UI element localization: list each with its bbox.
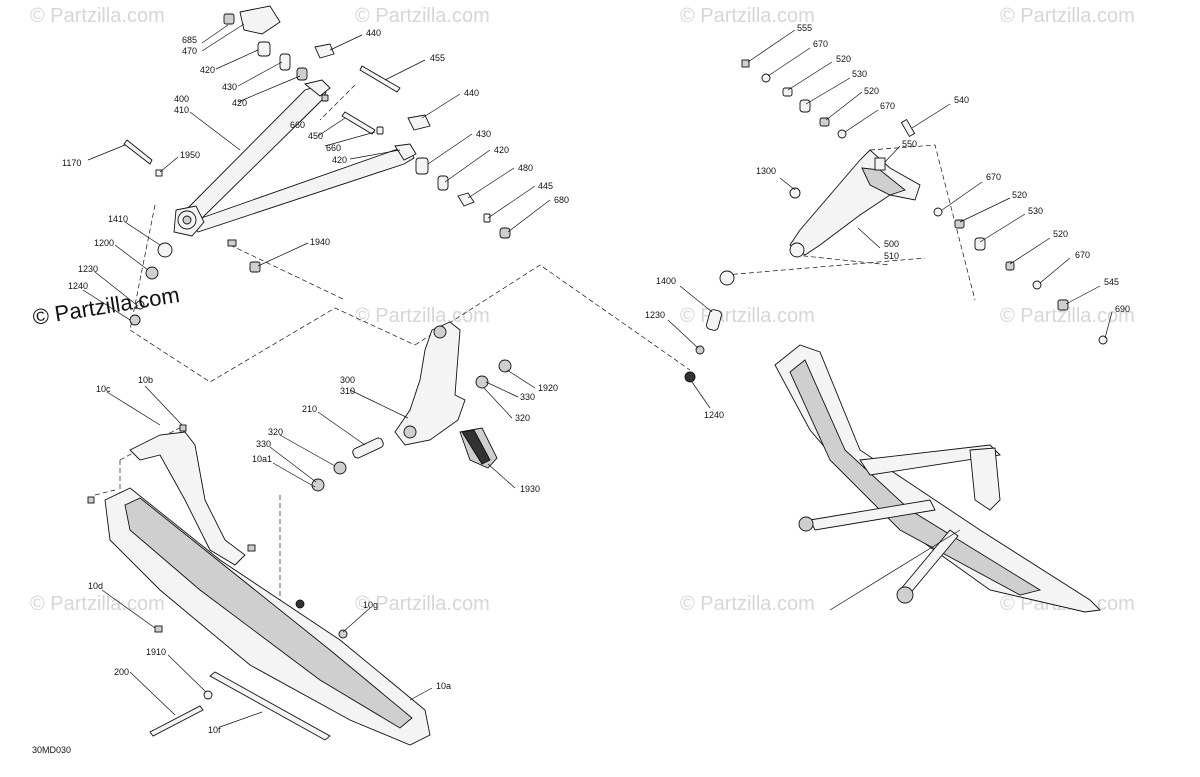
part-label: 520 <box>864 86 879 96</box>
watermark: © Partzilla.com <box>1000 5 1135 27</box>
part-label: 330 <box>256 439 271 449</box>
part-label: 530 <box>852 69 867 79</box>
part-label: 1200 <box>94 238 114 248</box>
part-label: 510 <box>884 251 899 261</box>
watermark: © Partzilla.com <box>680 305 815 327</box>
part-label: 330 <box>520 392 535 402</box>
part-label: 520 <box>1012 190 1027 200</box>
part-label: 10d <box>88 581 103 591</box>
part-label: 10b <box>138 375 153 385</box>
watermark: © Partzilla.com <box>1000 305 1135 327</box>
part-label: 500 <box>884 239 899 249</box>
part-label: 555 <box>797 23 812 33</box>
watermark: © Partzilla.com <box>355 593 490 615</box>
leader-lines <box>82 23 1113 728</box>
part-label: 670 <box>880 101 895 111</box>
watermarks: © Partzilla.com © Partzilla.com © Partzi… <box>30 5 1135 615</box>
upper-left-a-arm <box>173 79 417 237</box>
part-label: 10c <box>96 384 111 394</box>
part-label: 540 <box>954 95 969 105</box>
diagram-code: 30MD030 <box>32 745 71 755</box>
watermark: © Partzilla.com <box>30 5 165 27</box>
part-label: 300 <box>340 375 355 385</box>
part-label: 445 <box>538 181 553 191</box>
part-label: 670 <box>813 39 828 49</box>
part-label: 1950 <box>180 150 200 160</box>
part-label: 210 <box>302 404 317 414</box>
part-label: 400 <box>174 94 189 104</box>
part-label: 10f <box>208 725 221 735</box>
upper-right-hardware <box>684 59 1108 383</box>
part-label: 1300 <box>756 166 776 176</box>
part-label: 670 <box>1075 250 1090 260</box>
part-label: 450 <box>308 131 323 141</box>
part-label: 660 <box>290 120 305 130</box>
part-label: 470 <box>182 46 197 56</box>
part-label: 660 <box>326 143 341 153</box>
right-assembled-ski <box>774 344 1101 613</box>
part-label: 690 <box>1115 304 1130 314</box>
part-label: 480 <box>518 163 533 173</box>
part-label: 1400 <box>656 276 676 286</box>
part-label: 420 <box>494 145 509 155</box>
part-label: 520 <box>836 54 851 64</box>
part-label: 1920 <box>538 383 558 393</box>
watermark: © Partzilla.com <box>355 5 490 27</box>
part-label: 1910 <box>146 647 166 657</box>
part-label: 680 <box>554 195 569 205</box>
part-label: 1170 <box>62 158 81 168</box>
part-label: 420 <box>232 98 247 108</box>
part-labels: 685 470 420 430 420 440 455 400 410 660 … <box>31 23 1130 755</box>
watermark: © Partzilla.com <box>355 305 490 327</box>
part-label: 310 <box>340 386 355 396</box>
part-label: 430 <box>476 129 491 139</box>
part-label: 430 <box>222 82 237 92</box>
part-label: 530 <box>1028 206 1043 216</box>
part-label: 440 <box>464 88 479 98</box>
part-label: 1230 <box>645 310 665 320</box>
part-label: 410 <box>174 105 189 115</box>
part-label: 670 <box>986 172 1001 182</box>
watermark: © Partzilla.com <box>680 593 815 615</box>
part-label: 1230 <box>78 264 98 274</box>
watermark: © Partzilla.com <box>680 5 815 27</box>
part-label: 550 <box>902 139 917 149</box>
spindle <box>311 321 512 492</box>
part-label: 1930 <box>520 484 540 494</box>
part-label: 440 <box>366 28 381 38</box>
part-label: 545 <box>1104 277 1119 287</box>
left-ski <box>87 424 431 746</box>
part-label: 320 <box>268 427 283 437</box>
part-label: 10g <box>363 600 378 610</box>
brand-text: © Partzilla.com <box>31 282 181 330</box>
part-label: 1940 <box>310 237 330 247</box>
part-label: 520 <box>1053 229 1068 239</box>
part-label: 1410 <box>108 214 128 224</box>
part-label: 685 <box>182 35 197 45</box>
part-label: 320 <box>515 413 530 423</box>
part-label: 455 <box>430 53 445 63</box>
part-label: 420 <box>200 65 215 75</box>
part-label: 200 <box>114 667 129 677</box>
watermark: © Partzilla.com <box>30 593 165 615</box>
part-label: 10a <box>436 681 451 691</box>
upper-left-hardware <box>123 5 511 326</box>
part-label: 10a1 <box>252 454 272 464</box>
upper-right-a-arm <box>789 118 921 258</box>
part-label: 420 <box>332 155 347 165</box>
part-label: 1240 <box>68 281 88 291</box>
part-label: 1240 <box>704 410 724 420</box>
